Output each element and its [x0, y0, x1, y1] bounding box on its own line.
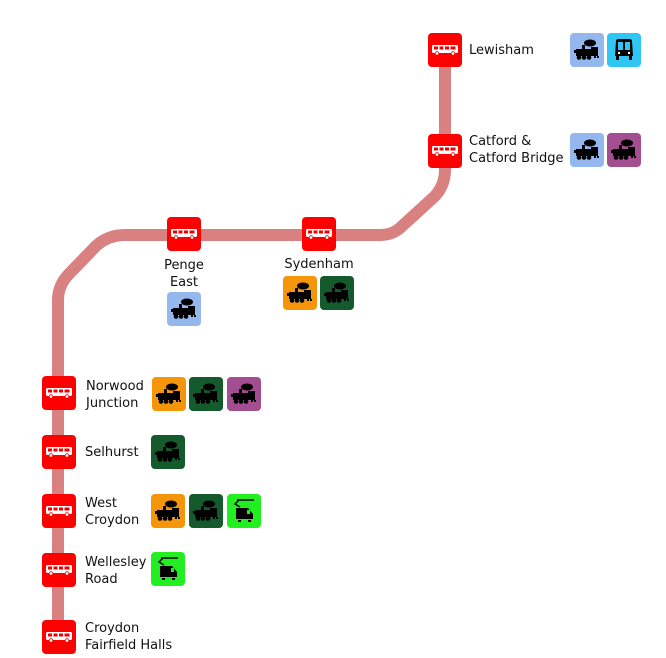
mode-southern	[151, 435, 185, 469]
route-line	[52, 50, 451, 640]
station-label-lewisham: Lewisham	[469, 43, 534, 58]
steam-train-icon	[573, 38, 601, 62]
steam-train-icon	[573, 138, 601, 162]
mode-national-rail	[570, 133, 604, 167]
bus-stop-sydenham[interactable]	[302, 217, 336, 251]
bus-icon	[45, 443, 73, 462]
mode-national-rail	[167, 292, 201, 326]
tram-icon	[230, 499, 258, 523]
bus-stop-croydon-fairfield-halls[interactable]	[42, 620, 76, 654]
station-label-west-croydon: West Croydon	[85, 496, 140, 528]
mode-southern	[320, 276, 354, 310]
bus-icon	[45, 628, 73, 647]
bus-stop-wellesley-road[interactable]	[42, 553, 76, 587]
tram-icon	[154, 557, 182, 581]
bus-icon	[170, 225, 198, 244]
bus-icon	[431, 41, 459, 60]
mode-overground	[151, 494, 185, 528]
station-label-wellesley-road: Wellesley Road	[85, 555, 147, 587]
mode-southern	[189, 494, 223, 528]
mode-thameslink	[227, 377, 261, 411]
bus-icon	[45, 384, 73, 403]
bus-stop-lewisham[interactable]	[428, 33, 462, 67]
steam-train-icon	[192, 382, 220, 406]
bus-icon	[431, 142, 459, 161]
station-label-norwood-junction: Norwood Junction	[86, 379, 144, 411]
station-label-croydon-fairfield-halls: Croydon Fairfield Halls	[85, 621, 173, 653]
mode-overground	[283, 276, 317, 310]
steam-train-icon	[192, 499, 220, 523]
steam-train-icon	[154, 499, 182, 523]
mode-dlr	[607, 33, 641, 67]
station-label-selhurst: Selhurst	[85, 445, 139, 460]
steam-train-icon	[154, 440, 182, 464]
station-label-sydenham: Sydenham	[284, 257, 354, 272]
mode-thameslink	[607, 133, 641, 167]
steam-train-icon	[155, 382, 183, 406]
steam-train-icon	[170, 297, 198, 321]
mode-southern	[189, 377, 223, 411]
steam-train-icon	[286, 281, 314, 305]
bus-stop-selhurst[interactable]	[42, 435, 76, 469]
mode-national-rail	[570, 33, 604, 67]
station-label-catford: Catford & Catford Bridge	[469, 134, 564, 166]
bus-icon	[45, 502, 73, 521]
bus-stop-catford[interactable]	[428, 134, 462, 168]
bus-icon	[305, 225, 333, 244]
steam-train-icon	[610, 138, 638, 162]
steam-train-icon	[323, 281, 351, 305]
bus-stop-penge-east[interactable]	[167, 217, 201, 251]
steam-train-icon	[230, 382, 258, 406]
bus-icon	[45, 561, 73, 580]
bus-stop-norwood-junction[interactable]	[42, 376, 76, 410]
mode-tram	[227, 494, 261, 528]
mode-tram	[151, 552, 185, 586]
mode-overground	[152, 377, 186, 411]
dlr-train-icon	[610, 38, 638, 62]
station-label-penge-east: Penge East	[164, 258, 204, 290]
bus-stop-west-croydon[interactable]	[42, 494, 76, 528]
